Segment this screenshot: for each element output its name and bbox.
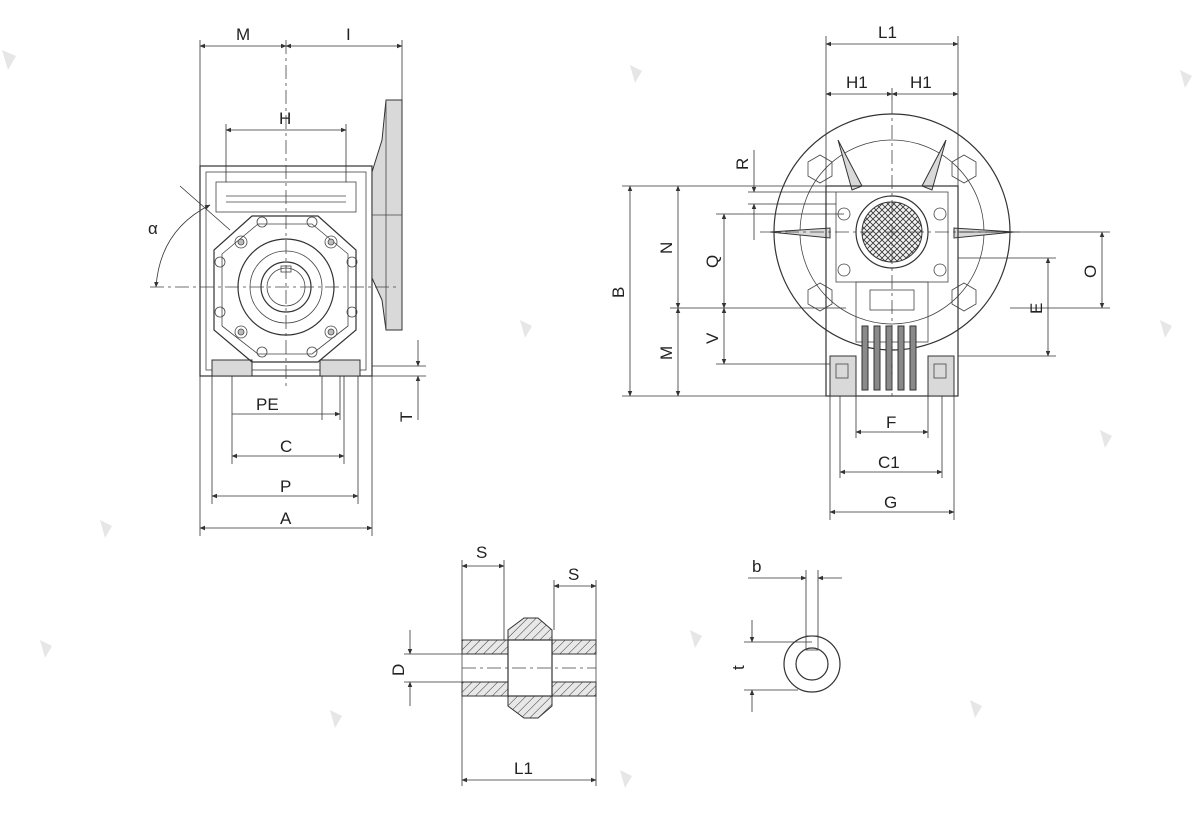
label-M-front: M	[236, 25, 250, 44]
label-L1-side: L1	[878, 23, 897, 42]
label-t: t	[729, 665, 748, 670]
key-section-view: b t	[729, 557, 842, 712]
label-T: T	[397, 412, 416, 422]
label-b: b	[752, 557, 761, 576]
label-C: C	[280, 437, 292, 456]
label-Q: Q	[703, 255, 722, 268]
label-N: N	[657, 242, 676, 254]
label-S-left: S	[476, 543, 487, 562]
label-G: G	[884, 493, 897, 512]
label-R: R	[733, 158, 752, 170]
label-C1: C1	[878, 453, 900, 472]
label-F: F	[886, 413, 896, 432]
side-view: L1 H1 H1 R B N M Q V O E F C1 G	[609, 23, 1110, 520]
label-B: B	[609, 287, 628, 298]
label-H: H	[279, 109, 291, 128]
shaft-section-view: S S D L1	[389, 543, 597, 786]
label-M-side: M	[657, 346, 676, 360]
label-H1-right: H1	[910, 73, 932, 92]
label-alpha: α	[148, 219, 158, 238]
label-S-right: S	[568, 565, 579, 584]
label-O: O	[1081, 265, 1100, 278]
label-E: E	[1027, 303, 1046, 314]
label-D: D	[389, 664, 408, 676]
front-view: M I H α PE C P A T	[148, 25, 426, 536]
label-H1-left: H1	[846, 73, 868, 92]
label-PE: PE	[256, 395, 279, 414]
watermark-logo-icon	[2, 50, 1192, 788]
label-L1-shaft: L1	[514, 759, 533, 778]
label-P: P	[280, 477, 291, 496]
label-V: V	[703, 332, 722, 344]
label-I: I	[346, 25, 351, 44]
label-A: A	[280, 509, 292, 528]
